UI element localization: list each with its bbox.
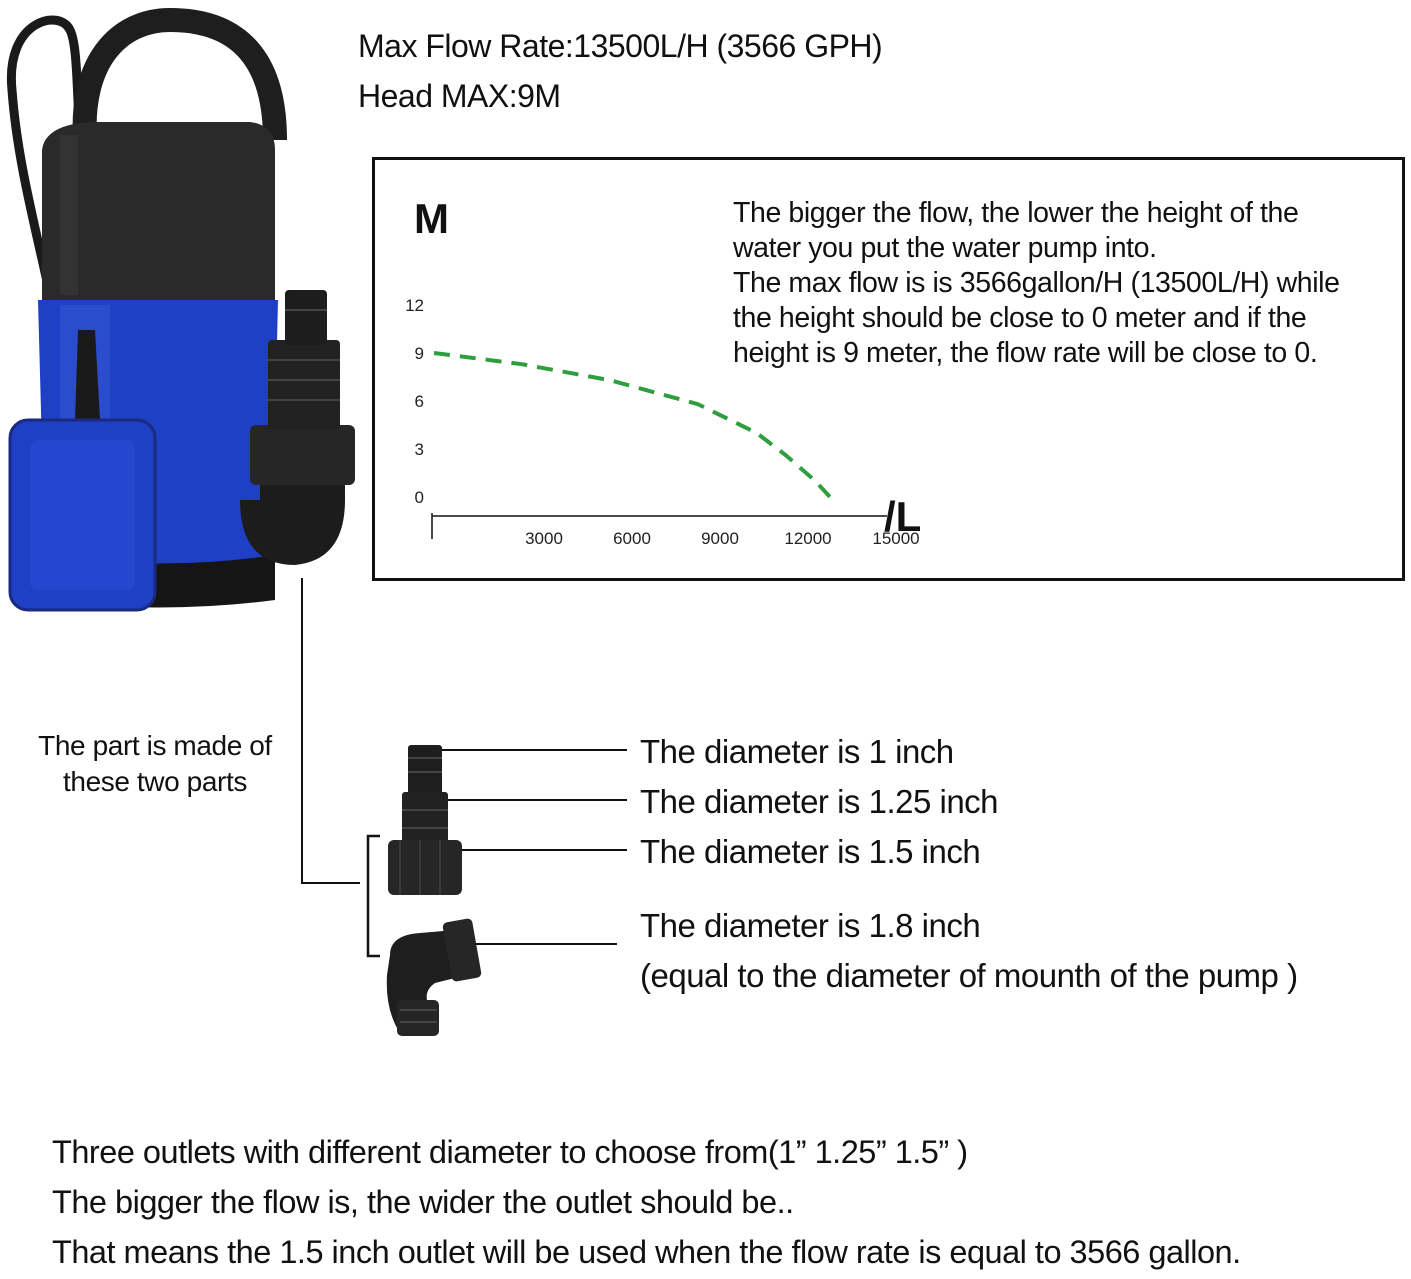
parts-note-line: The part is made of [38, 730, 272, 761]
diameter-1-inch: The diameter is 1 inch [640, 733, 954, 770]
chart-note-line: the height should be close to 0 meter an… [733, 302, 1307, 334]
stepped-adapter-illustration [388, 745, 462, 895]
chart-x-tick-label: 3000 [525, 529, 563, 548]
max-flow-rate: Max Flow Rate:13500L/H (3566 GPH) [358, 28, 883, 64]
diameter-1-5-inch: The diameter is 1.5 inch [640, 833, 981, 870]
diameter-1-25-inch: The diameter is 1.25 inch [640, 783, 999, 820]
chart-y-axis-label: M [414, 195, 449, 242]
chart-x-tick-label: 12000 [784, 529, 831, 548]
pump-outlet-elbow [240, 460, 345, 565]
chart-note-line: The max flow is is 3566gallon/H (13500L/… [733, 267, 1340, 299]
chart-note-line: height is 9 meter, the flow rate will be… [733, 337, 1318, 369]
chart-explanation: The bigger the flow, the lower the heigh… [733, 196, 1393, 371]
bottom-text-line: The bigger the flow is, the wider the ou… [52, 1184, 794, 1220]
chart-y-tick-label: 0 [415, 488, 424, 507]
diameter-1-8-note: (equal to the diameter of mounth of the … [640, 957, 1298, 994]
chart-y-tick-label: 9 [415, 344, 424, 363]
chart-note-line: water you put the water pump into. [733, 232, 1157, 264]
chart-y-tick-label: 6 [415, 392, 424, 411]
chart-x-tick-label: 6000 [613, 529, 651, 548]
pump-handle [72, 7, 287, 141]
head-max: Head MAX:9M [358, 78, 561, 114]
chart-note-line: The bigger the flow, the lower the heigh… [733, 197, 1299, 229]
diameter-1-8-inch: The diameter is 1.8 inch [640, 907, 981, 944]
bottom-text-line: That means the 1.5 inch outlet will be u… [52, 1234, 1241, 1270]
chart-x-tick-label: 15000 [872, 529, 919, 548]
chart-x-axis-label: /L [884, 493, 921, 540]
bottom-text-line: Three outlets with different diameter to… [52, 1134, 968, 1170]
chart-x-tick-label: 9000 [701, 529, 739, 548]
pump-top-body [42, 122, 275, 305]
flow-head-chart: M /L 12 9 6 3 0 3000 6000 9000 12000 15000 [405, 195, 921, 548]
parts-note-line: these two parts [63, 766, 247, 797]
chart-y-tick-label: 12 [405, 296, 424, 315]
chart-y-tick-label: 3 [415, 440, 424, 459]
parts-note: The part is made of these two parts [20, 728, 290, 800]
pump-illustration [6, 7, 355, 612]
flow-head-curve [433, 351, 832, 499]
chart-frame [372, 157, 1405, 581]
elbow-adapter-illustration [386, 918, 482, 1036]
